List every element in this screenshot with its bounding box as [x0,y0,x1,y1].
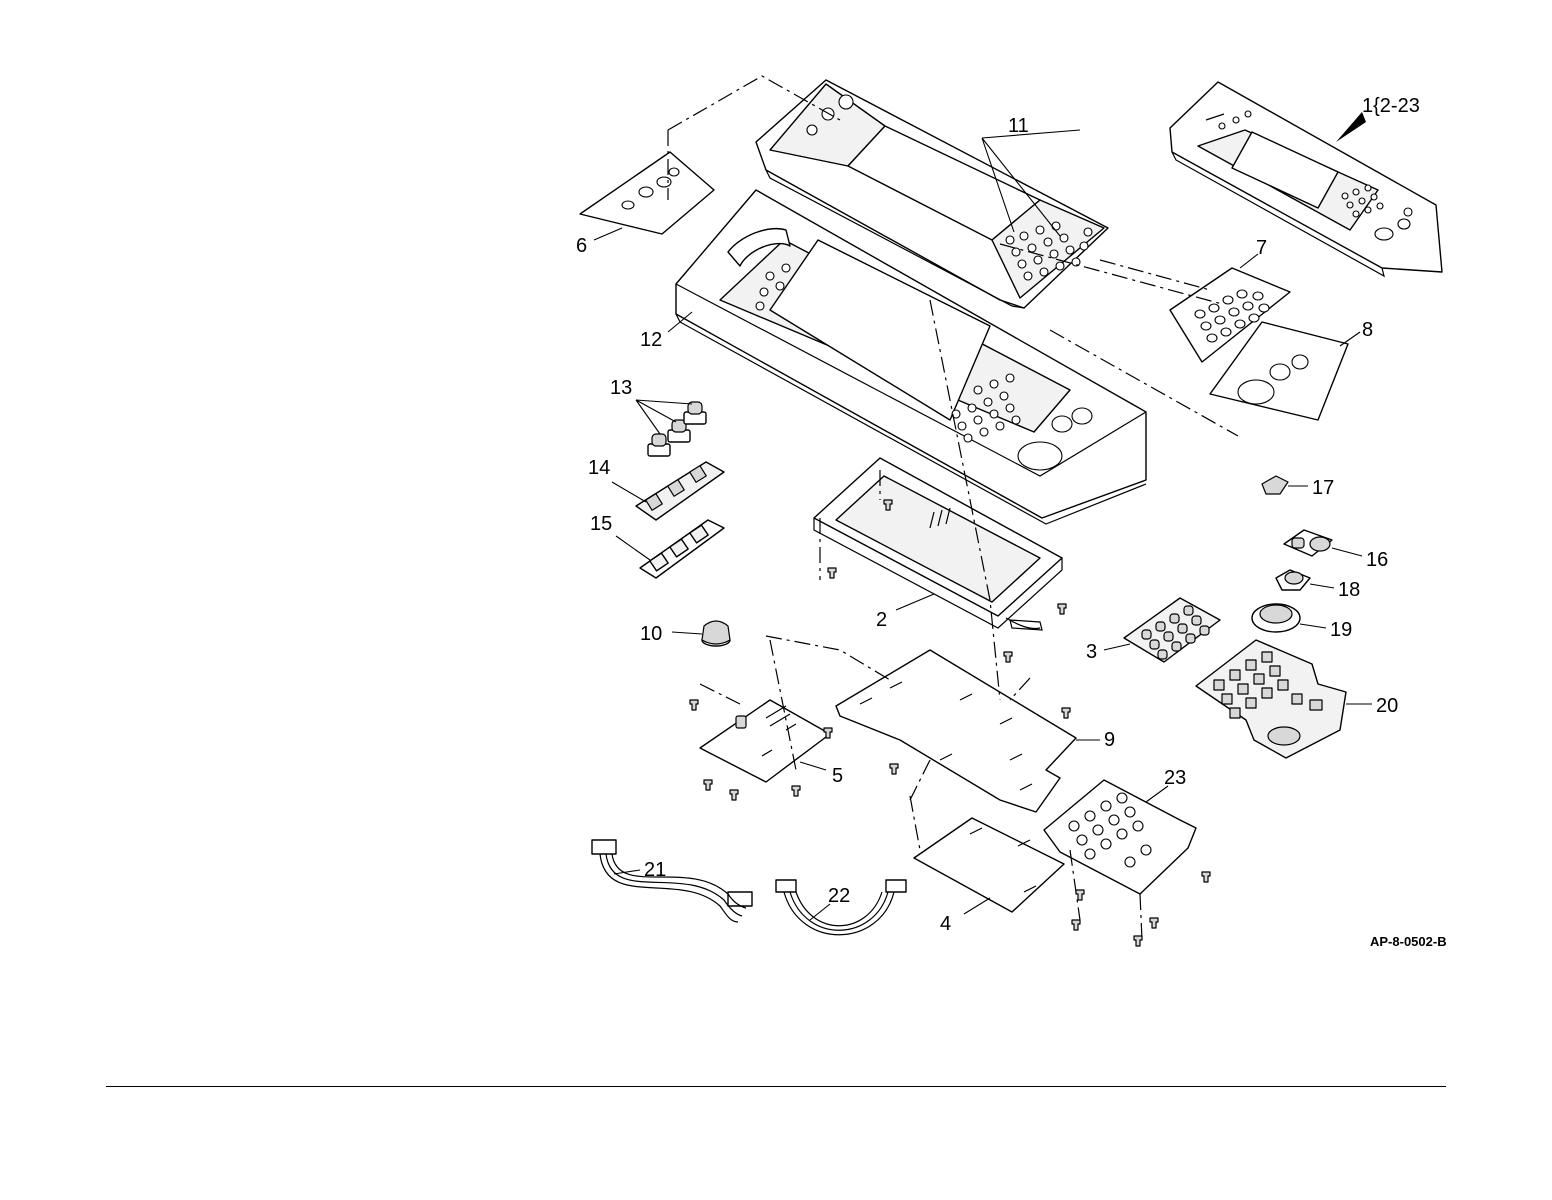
part-23-keypad-pcb [1044,780,1196,894]
callout-6: 6 [576,235,587,257]
callout-19: 19 [1330,619,1352,641]
leader-5 [800,762,826,770]
part-3-keypad-rubber [1124,598,1220,662]
part-9-bracket [836,650,1076,812]
callout-20: 20 [1376,695,1398,717]
leader-10 [672,632,702,634]
callout-3: 3 [1086,641,1097,663]
figure-code: AP-8-0502-B [1370,934,1447,949]
part-16-key-set [1284,530,1332,556]
part-15-button-frame [640,520,724,578]
callout-1: 1{2-23 [1362,95,1420,117]
leader-15 [616,536,650,560]
leader-14 [612,482,646,502]
callout-15: 15 [590,513,612,535]
leader-18 [1310,584,1334,588]
callout-12: 12 [640,329,662,351]
callout-16: 16 [1366,549,1388,571]
part-20-key-sheet [1196,640,1346,758]
callout-10: 10 [640,623,662,645]
part-4-pcb [914,818,1064,912]
callout-8: 8 [1362,319,1373,341]
leader-19 [1300,624,1326,628]
footer-rule [106,1086,1446,1087]
leader-6 [594,228,622,240]
callout-5: 5 [832,765,843,787]
callout-7: 7 [1256,237,1267,259]
leader-3 [1104,644,1130,650]
part-19-oval-key [1252,604,1300,632]
callout-17: 17 [1312,477,1334,499]
part-21-cable [592,840,752,922]
part-14-switch-pad [636,462,724,520]
callout-13: 13 [610,377,632,399]
part-6-label [580,152,714,234]
callout-11: 11 [1008,115,1029,137]
callout-2: 2 [876,609,887,631]
part-18-key [1276,570,1310,590]
leader-8 [1340,332,1360,346]
callout-9: 9 [1104,729,1115,751]
part-17-key [1262,476,1288,494]
dash-line [910,760,930,850]
callout-23: 23 [1164,767,1186,789]
callout-18: 18 [1338,579,1360,601]
part-5-pcb [700,700,830,782]
callout-4: 4 [940,913,951,935]
callout-14: 14 [588,457,610,479]
part-10-knob [702,621,730,646]
leader-16 [1332,548,1362,556]
leader-4 [964,898,990,914]
callout-21: 21 [644,859,666,881]
callout-22: 22 [828,885,850,907]
leader-2 [896,594,934,610]
leader-22 [810,904,830,920]
